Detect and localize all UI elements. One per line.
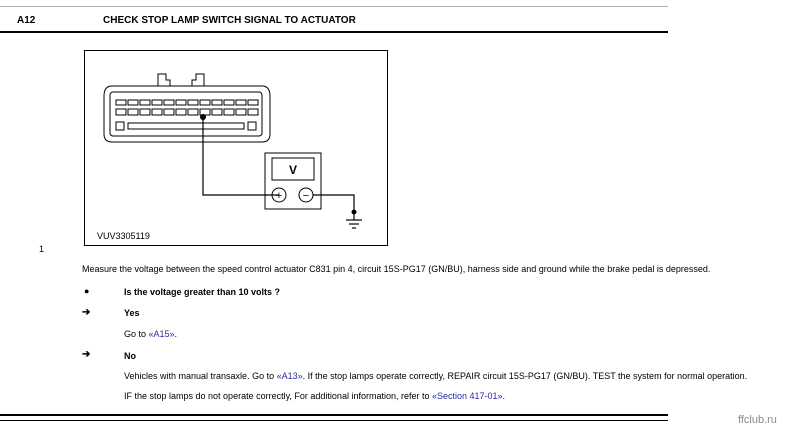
link-section-417-01[interactable]: «Section 417-01» <box>431 391 503 401</box>
wiring-diagram: V + − <box>84 50 388 246</box>
connector-pins-upper <box>115 99 259 106</box>
no-action-refer-text: IF the stop lamps do not operate correct… <box>124 391 432 401</box>
yes-action-suffix: . <box>174 329 178 339</box>
yes-action: Go to «A15». <box>124 329 177 339</box>
no-action-refer-suffix: . <box>502 391 506 401</box>
probe-wire-positive <box>202 117 279 196</box>
site-watermark: ffclub.ru <box>738 414 777 426</box>
negative-terminal-symbol: − <box>303 190 309 202</box>
step-code: A12 <box>17 15 36 26</box>
connector-pins-lower <box>115 121 257 131</box>
diagram-frame <box>84 50 388 246</box>
no-action-manual: Vehicles with manual transaxle. Go to «A… <box>124 371 747 381</box>
step-number: 1 <box>39 244 45 254</box>
no-arrow-icon: ➔ <box>82 349 91 360</box>
yes-action-text: Go to <box>124 329 149 339</box>
no-action-refer: IF the stop lamps do not operate correct… <box>124 391 505 401</box>
connector <box>103 73 271 143</box>
no-action-manual-suffix: . If the stop lamps operate correctly, R… <box>302 371 748 381</box>
question-bullet-icon: ● <box>84 286 90 296</box>
header-bottom-rule <box>0 31 668 33</box>
step-title: CHECK STOP LAMP SWITCH SIGNAL TO ACTUATO… <box>103 15 356 26</box>
connector-pins-middle <box>115 108 259 116</box>
link-a15[interactable]: «A15» <box>148 329 175 339</box>
footer-rule-thick <box>0 414 668 416</box>
yes-arrow-icon: ➔ <box>82 307 91 318</box>
header-top-rule <box>0 6 668 7</box>
no-action-manual-text: Vehicles with manual transaxle. Go to <box>124 371 277 381</box>
ground-icon <box>346 212 362 229</box>
link-a13[interactable]: «A13» <box>276 371 303 381</box>
voltmeter-symbol: V <box>289 163 297 177</box>
no-label: No <box>124 351 136 361</box>
footer-rule-thin <box>0 420 668 421</box>
ground-wire <box>313 194 355 212</box>
question-text: Is the voltage greater than 10 volts ? <box>124 287 281 297</box>
diagram-reference-code: VUV3305119 <box>97 231 150 241</box>
yes-label: Yes <box>124 308 140 318</box>
positive-terminal-symbol: + <box>276 190 282 202</box>
step-instruction: Measure the voltage between the speed co… <box>82 264 711 274</box>
